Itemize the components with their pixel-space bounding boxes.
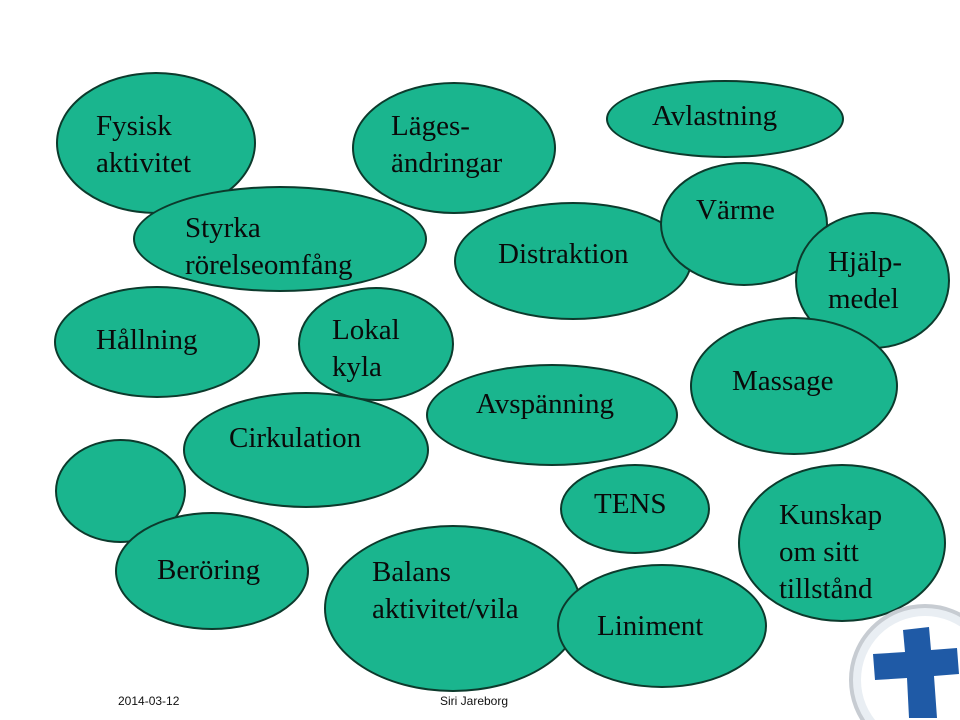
label-line: Kunskap (779, 499, 883, 531)
label-hallning: Hållning (96, 322, 198, 359)
bubble-lagesandringar (352, 82, 556, 214)
label-line: Läges- (391, 110, 470, 142)
label-line: ändringar (391, 147, 503, 179)
footer-date: 2014-03-12 (118, 694, 180, 708)
bubble-balans (324, 525, 582, 692)
bubble-liniment (557, 564, 767, 688)
label-line: Massage (732, 365, 834, 397)
label-lokal-kyla: Lokal kyla (332, 312, 400, 386)
label-line: Hjälp- (828, 246, 903, 278)
label-line: Hållning (96, 324, 198, 356)
footer-author: Siri Jareborg (440, 694, 509, 708)
label-avlastning: Avlastning (652, 98, 777, 135)
label-varme: Värme (696, 192, 775, 229)
label-avspanning: Avspänning (476, 386, 614, 423)
label-line: Avspänning (476, 388, 615, 420)
bubble-lokal-kyla (298, 287, 454, 401)
bubble-avlastning (606, 80, 844, 158)
bubble-beroring (115, 512, 309, 630)
bubble-hallning (54, 286, 260, 398)
bubble-fysisk-aktivitet (56, 72, 256, 214)
label-lagesandringar: Läges-ändringar (391, 108, 502, 182)
label-fysisk-aktivitet: Fysisk aktivitet (96, 108, 191, 182)
label-line: om sitt (779, 536, 859, 568)
label-line: TENS (594, 488, 667, 520)
label-line: aktivitet/vila (372, 593, 519, 625)
label-line: aktivitet (96, 147, 192, 179)
label-cirkulation: Cirkulation (229, 420, 361, 457)
bubble-kunskap (738, 464, 946, 622)
label-beroring: Beröring (157, 552, 260, 589)
label-line: Avlastning (652, 100, 778, 132)
bubble-styrka (133, 186, 427, 292)
bubble-distraktion (454, 202, 692, 320)
label-line: kyla (332, 351, 382, 383)
bubble-avspanning (426, 364, 678, 466)
label-tens: TENS (594, 486, 667, 523)
label-liniment: Liniment (597, 608, 703, 645)
label-line: Cirkulation (229, 422, 362, 454)
label-line: Styrka (185, 212, 261, 244)
bubble-massage (690, 317, 898, 455)
label-line: medel (828, 283, 899, 315)
bubble-tens (560, 464, 710, 554)
label-distraktion: Distraktion (498, 236, 629, 273)
label-kunskap: Kunskap om sitt tillstånd (779, 497, 882, 608)
label-line: Distraktion (498, 238, 629, 270)
label-hjalpmedel: Hjälp-medel (828, 244, 902, 318)
label-line: Liniment (597, 610, 704, 642)
label-styrka: Styrka rörelseomfång (185, 210, 353, 284)
label-line: Fysisk (96, 110, 172, 142)
label-line: Värme (696, 194, 775, 226)
label-line: rörelseomfång (185, 249, 353, 281)
label-line: Balans (372, 556, 451, 588)
label-line: Beröring (157, 554, 261, 586)
label-balans: Balans aktivitet/vila (372, 554, 519, 628)
label-line: tillstånd (779, 573, 873, 605)
label-massage: Massage (732, 363, 833, 400)
blue-cross-logo-icon (845, 600, 960, 720)
label-line: Lokal (332, 314, 400, 346)
bubble-cirkulation (183, 392, 429, 508)
